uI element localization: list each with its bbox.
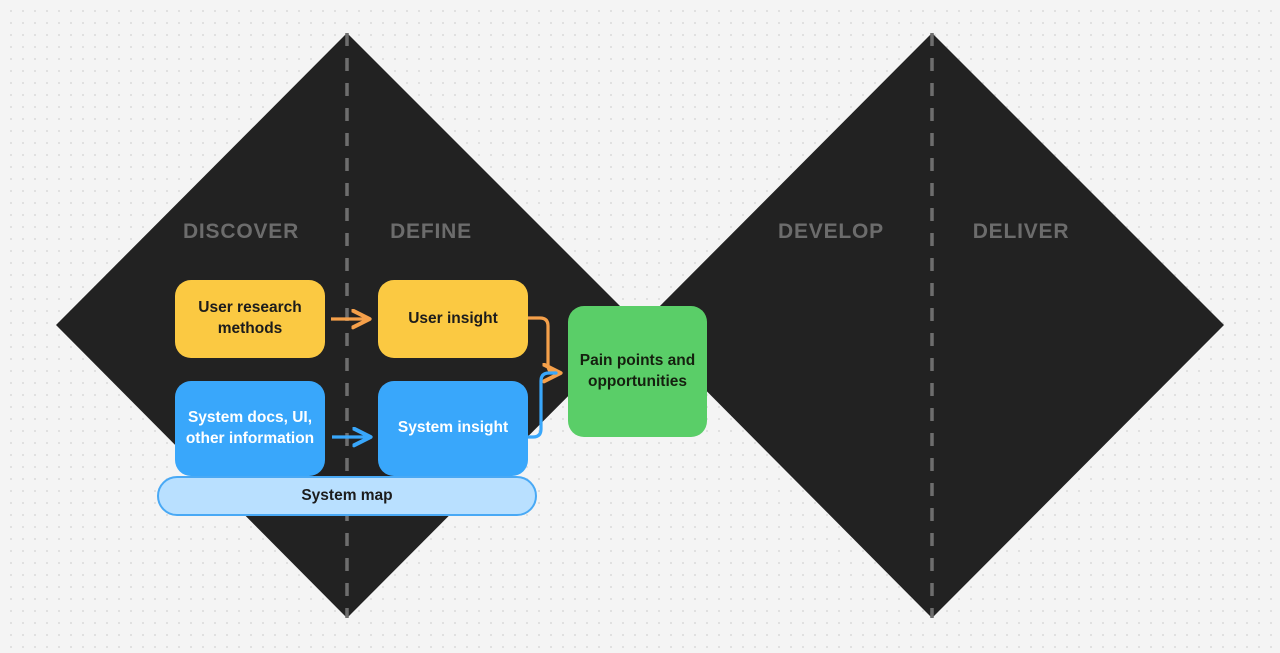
diamond-develop-deliver [641, 33, 1224, 618]
node-system-insight[interactable]: System insight [378, 381, 528, 476]
node-system-docs[interactable]: System docs, UI, other information [175, 381, 325, 476]
stage-label-develop: DEVELOP [778, 220, 884, 243]
stage-label-deliver: DELIVER [972, 220, 1070, 243]
node-user-insight[interactable]: User insight [378, 280, 528, 358]
node-pain-points-and-opportunities[interactable]: Pain points and opportunities [568, 306, 707, 437]
node-user-research-methods[interactable]: User research methods [175, 280, 325, 358]
stage-label-define: DEFINE [390, 220, 472, 243]
node-system-map[interactable]: System map [157, 476, 537, 516]
stage-label-discover: DISCOVER [182, 220, 300, 243]
